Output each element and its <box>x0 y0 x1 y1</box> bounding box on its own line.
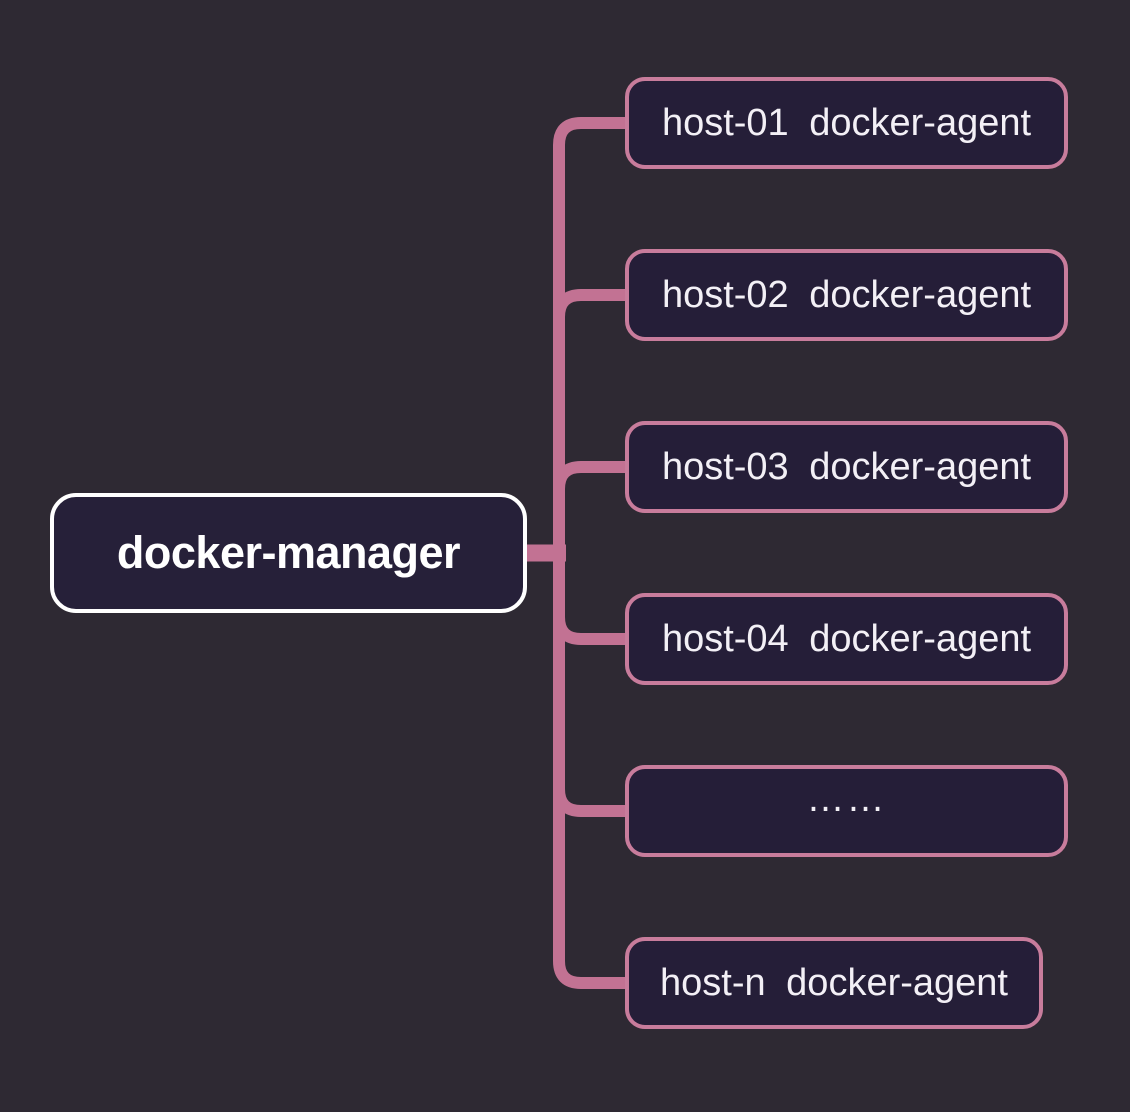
branch-connector <box>553 461 632 490</box>
tree-node-host-n: host-n docker-agent <box>625 937 1043 1029</box>
tree-node-ellipsis: …… <box>625 765 1068 857</box>
child-node-label: host-04 docker-agent <box>661 617 1032 660</box>
child-node-label: …… <box>806 777 887 820</box>
tree-node-host-04: host-04 docker-agent <box>625 593 1068 685</box>
child-node-label: host-01 docker-agent <box>661 101 1032 144</box>
tree-node-host-01: host-01 docker-agent <box>625 77 1068 169</box>
trunk-connector <box>553 117 632 989</box>
child-node-label: host-02 docker-agent <box>661 273 1032 316</box>
tree-node-host-02: host-02 docker-agent <box>625 249 1068 341</box>
tree-node-docker-manager: docker-manager <box>50 493 527 613</box>
child-node-label: host-03 docker-agent <box>661 445 1032 488</box>
root-node-label: docker-manager <box>116 527 461 578</box>
child-node-label: host-n docker-agent <box>660 961 1008 1004</box>
tree-node-host-03: host-03 docker-agent <box>625 421 1068 513</box>
branch-connector <box>553 616 632 645</box>
branch-connector <box>553 289 632 318</box>
branch-connector <box>553 788 632 817</box>
